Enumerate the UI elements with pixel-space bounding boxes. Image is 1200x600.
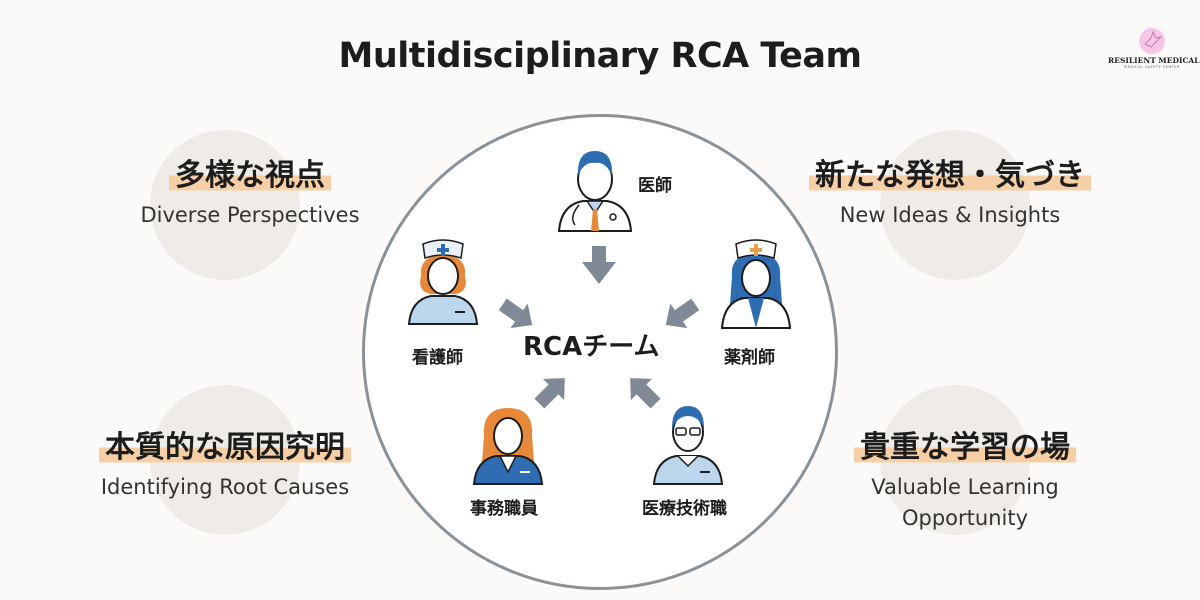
page-title: Multidisciplinary RCA Team bbox=[338, 36, 862, 76]
role-pharmacist: 薬剤師 bbox=[724, 348, 775, 368]
feature-subtitle: Diverse Perspectives bbox=[140, 203, 360, 227]
arrow-icon bbox=[582, 246, 616, 284]
feature-subtitle: New Ideas & Insights bbox=[839, 203, 1061, 227]
arrow-icon bbox=[630, 378, 661, 409]
feature-title: 多様な視点 bbox=[169, 150, 331, 194]
arrow-icon bbox=[665, 298, 700, 329]
clerk-icon bbox=[472, 408, 544, 485]
feature-title: 貴重な学習の場 bbox=[854, 422, 1076, 466]
nurse-icon bbox=[407, 239, 479, 325]
role-doctor: 医師 bbox=[638, 176, 672, 196]
feature-title: 本質的な原因究明 bbox=[99, 422, 351, 466]
doctor-icon bbox=[557, 151, 633, 232]
feature-diverse-perspectives: 多様な視点 Diverse Perspectives bbox=[100, 150, 400, 231]
feature-subtitle: Valuable Learning Opportunity bbox=[871, 475, 1059, 530]
role-nurse: 看護師 bbox=[412, 348, 463, 368]
role-technician: 医療技術職 bbox=[642, 499, 727, 519]
feature-title: 新たな発想・気づき bbox=[809, 150, 1091, 194]
dove-icon bbox=[1139, 28, 1165, 54]
feature-root-causes: 本質的な原因究明 Identifying Root Causes bbox=[70, 422, 380, 503]
feature-new-ideas: 新たな発想・気づき New Ideas & Insights bbox=[790, 150, 1110, 231]
role-clerk: 事務職員 bbox=[470, 499, 538, 519]
pharmacist-icon bbox=[720, 239, 792, 329]
arrow-icon bbox=[534, 378, 565, 409]
logo: RESILIENT MEDICAL MEDICAL SAFETY CENTER bbox=[1108, 28, 1200, 69]
feature-subtitle: Identifying Root Causes bbox=[100, 475, 350, 499]
rca-team-label: RCAチーム bbox=[523, 332, 660, 362]
arrow-icon bbox=[498, 298, 533, 329]
technician-icon bbox=[652, 406, 724, 485]
feature-learning: 貴重な学習の場 Valuable Learning Opportunity bbox=[810, 422, 1120, 534]
logo-subtitle: MEDICAL SAFETY CENTER bbox=[1124, 65, 1180, 69]
logo-name: RESILIENT MEDICAL bbox=[1108, 56, 1200, 65]
